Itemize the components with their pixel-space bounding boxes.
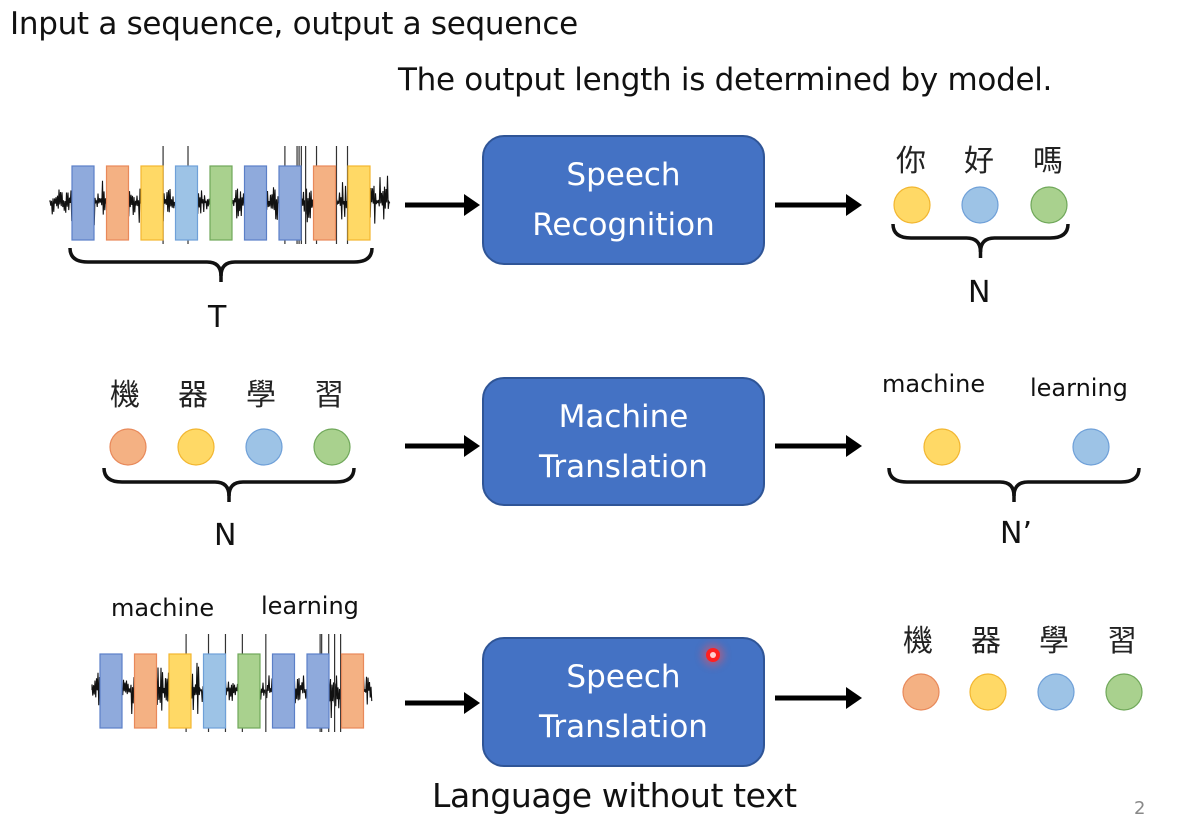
output-token: 學 <box>1039 624 1069 659</box>
audio-frame-bar <box>237 653 261 729</box>
curly-brace <box>891 223 1070 253</box>
audio-frame-bar <box>271 653 296 729</box>
output-word: machine <box>882 370 986 398</box>
input-word: learning <box>261 592 359 620</box>
token-circle <box>1105 673 1143 711</box>
audio-frame-bar <box>140 165 164 241</box>
token-circle <box>177 428 215 466</box>
input-token: 機 <box>110 378 140 413</box>
arrow-head <box>846 194 862 216</box>
output-token: 機 <box>903 624 933 659</box>
output-token: 好 <box>964 144 994 179</box>
slide-subtitle: The output length is determined by model… <box>398 62 1053 98</box>
curly-brace <box>102 467 356 497</box>
input-token: 習 <box>314 378 344 413</box>
audio-frame-bar <box>174 165 199 241</box>
output-token: 器 <box>971 624 1001 659</box>
box-label-line2: Translation <box>539 448 708 485</box>
box-label-line1: Speech <box>566 659 681 695</box>
box-label-line2: Translation <box>539 709 708 745</box>
token-circle <box>961 186 999 224</box>
page-number: 2 <box>1134 798 1146 819</box>
token-circle <box>969 673 1007 711</box>
speech-translation-box: Speech Translation <box>482 637 765 767</box>
audio-frame-bar <box>209 165 233 241</box>
token-circle <box>1037 673 1075 711</box>
audio-frame-bar <box>306 653 330 729</box>
output-token: 習 <box>1107 624 1137 659</box>
arrow-head <box>464 692 480 714</box>
audio-frame-bar <box>278 165 302 241</box>
audio-frame-bar <box>71 165 95 241</box>
machine-translation-box: Machine Translation <box>482 377 765 506</box>
length-label-N-prime: N’ <box>1000 516 1032 551</box>
arrow-head <box>846 435 862 457</box>
input-word: machine <box>111 594 215 622</box>
audio-frame-bar <box>340 653 365 729</box>
token-circle <box>893 186 931 224</box>
audio-frame-bar <box>168 653 192 729</box>
slide-title: Input a sequence, output a sequence <box>10 6 578 42</box>
audio-frame-bar <box>312 165 337 241</box>
input-token: 器 <box>178 378 208 413</box>
arrow-head <box>464 435 480 457</box>
footer-caption: Language without text <box>432 776 797 815</box>
audio-frame-bar <box>347 165 371 241</box>
audio-frame-bar <box>99 653 123 729</box>
length-label-N: N <box>214 518 237 553</box>
token-circle <box>245 428 283 466</box>
token-circle <box>923 428 961 466</box>
arrow-head <box>464 194 480 216</box>
audio-frame-bar <box>243 165 268 241</box>
token-circle <box>1030 186 1068 224</box>
input-token: 學 <box>246 378 276 413</box>
curly-brace <box>887 467 1141 497</box>
audio-frame-bar <box>202 653 227 729</box>
output-token: 你 <box>896 144 926 179</box>
token-circle <box>109 428 147 466</box>
laser-pointer-dot <box>706 648 720 662</box>
box-label-line1: Speech <box>566 157 681 193</box>
length-label-T: T <box>208 300 227 335</box>
length-label-N: N <box>968 275 991 310</box>
output-word: learning <box>1030 374 1128 402</box>
box-label-line2: Recognition <box>532 207 715 243</box>
token-circle <box>902 673 940 711</box>
arrow-head <box>846 687 862 709</box>
box-label-line1: Machine <box>558 398 689 435</box>
token-circle <box>1072 428 1110 466</box>
speech-recognition-box: Speech Recognition <box>482 135 765 265</box>
token-circle <box>313 428 351 466</box>
curly-brace <box>68 247 374 277</box>
output-token: 嗎 <box>1033 144 1063 179</box>
audio-frame-bar <box>133 653 158 729</box>
audio-frame-bar <box>105 165 130 241</box>
